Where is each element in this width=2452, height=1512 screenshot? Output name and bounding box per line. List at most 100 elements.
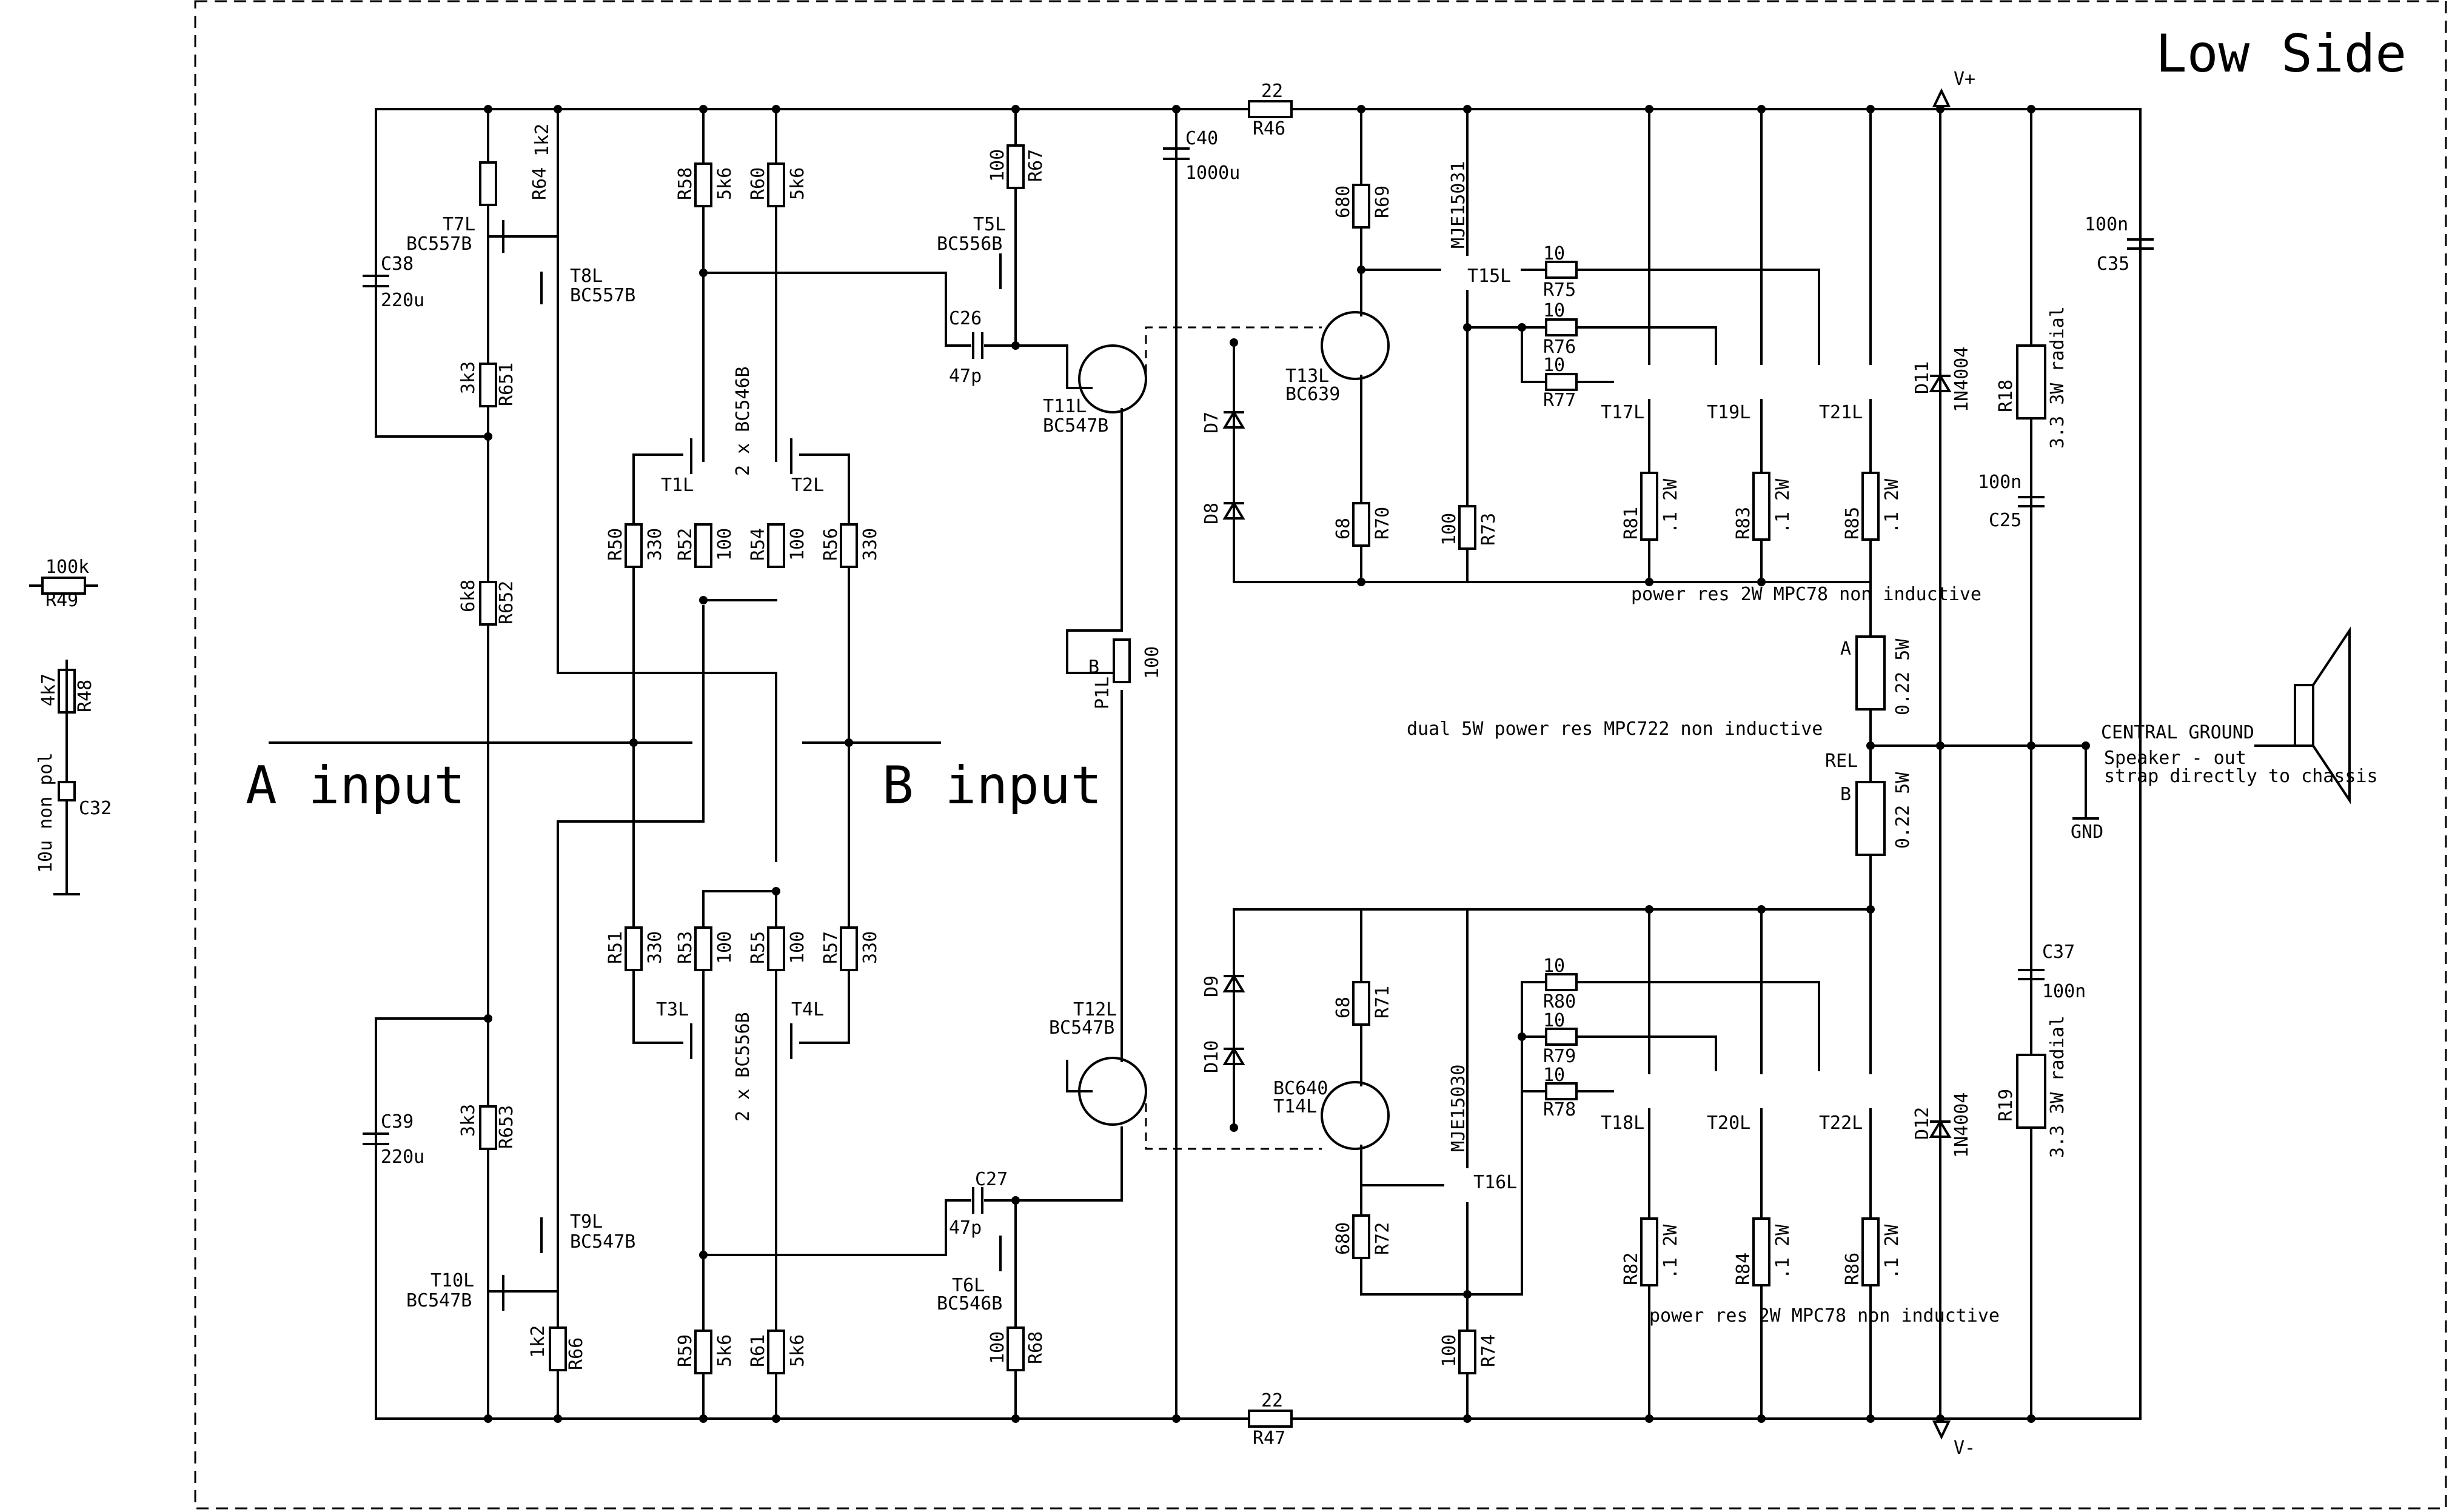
r79-value: 10 [1543, 1010, 1565, 1031]
resistor-r54 [767, 523, 785, 568]
resistor-r82 [1640, 1217, 1658, 1286]
t6l-part: BC546B [937, 1293, 1002, 1314]
t16l-part: MJE15030 [1448, 1065, 1469, 1152]
r56-value: 330 [860, 528, 881, 561]
r61-value: 5k6 [787, 1334, 808, 1367]
r60-value: 5k6 [787, 167, 808, 200]
r83-ref: R83 [1733, 507, 1754, 540]
r56-ref: R56 [820, 528, 842, 561]
r46-value: 22 [1261, 81, 1283, 102]
r77-value: 10 [1543, 355, 1565, 376]
r78-value: 10 [1543, 1065, 1565, 1086]
r69-value: 680 [1333, 186, 1354, 218]
r68-value: 100 [987, 1331, 1008, 1364]
r54-ref: R54 [748, 528, 769, 561]
t8l-ref: T8L [570, 266, 603, 287]
title: Low Side [2156, 24, 2407, 84]
resistor-r78 [1545, 1082, 1578, 1100]
t15l-ref: T15L [1467, 266, 1511, 287]
d11-ref: D11 [1912, 361, 1933, 394]
resistor-r73 [1458, 505, 1476, 550]
resistor-r86 [1861, 1217, 1880, 1286]
r73-ref: R73 [1478, 513, 1499, 546]
r82-ref: R82 [1621, 1253, 1642, 1285]
resistor-r651 [479, 363, 497, 407]
t11l-ref: T11L [1043, 396, 1087, 417]
r86-ref: R86 [1842, 1253, 1863, 1285]
r72-ref: R72 [1372, 1222, 1393, 1255]
capacitor-c35 [2127, 238, 2154, 250]
drawing-frame [194, 0, 2447, 1510]
r18-value: 3.3 3W radial [2047, 306, 2068, 449]
c25-ref: C25 [1989, 510, 2022, 531]
resistor-r74 [1458, 1330, 1476, 1374]
d8-ref: D8 [1201, 503, 1222, 524]
rail-neg-label: V- [1954, 1437, 1975, 1459]
r53-ref: R53 [675, 931, 696, 964]
resistor-r50 [625, 523, 643, 568]
c35-value: 100n [2085, 214, 2128, 235]
r67-ref: R67 [1025, 149, 1047, 182]
t7l-part: BC557B [406, 233, 472, 255]
r49-ref: R49 [45, 590, 78, 611]
t22l-ref: T22L [1819, 1112, 1863, 1134]
r60-ref: R60 [748, 167, 769, 200]
r82-value: .1 2W [1660, 1224, 1681, 1279]
r83-value: .1 2W [1772, 478, 1794, 534]
resistor-r57 [840, 926, 858, 971]
c32-value: 10u non pol [35, 752, 56, 873]
r81-value: .1 2W [1660, 478, 1681, 534]
resistor-r67 [1007, 144, 1025, 189]
r73-value: 100 [1439, 513, 1460, 546]
resistor-r60 [767, 162, 785, 207]
r48-ref: R48 [75, 680, 96, 712]
resistor-r58 [694, 162, 712, 207]
resistor-r59 [694, 1330, 712, 1374]
t3l-ref: T3L [656, 999, 689, 1020]
capacitor-c32 [58, 781, 76, 801]
resistor-r61 [767, 1330, 785, 1374]
resistor-r70 [1352, 502, 1370, 547]
resistor-r71 [1352, 981, 1370, 1026]
r653-label: R653 [496, 1105, 517, 1149]
t20l-ref: T20L [1707, 1112, 1750, 1134]
r74-value: 100 [1439, 1334, 1460, 1367]
res-a-value: 0.22 5W [1892, 638, 1914, 715]
r57-value: 330 [860, 931, 881, 964]
r19-value: 3.3 3W radial [2047, 1015, 2068, 1158]
resistor-r79 [1545, 1028, 1578, 1046]
capacitor-c39 [363, 1132, 389, 1145]
junction-dots [484, 105, 2090, 1423]
capacitor-c37 [2018, 969, 2045, 980]
capacitor-c27 [972, 1187, 983, 1214]
r55-ref: R55 [748, 931, 769, 964]
r653-value: 3k3 [458, 1104, 479, 1137]
r71-ref: R71 [1372, 986, 1393, 1019]
zobel-network [2030, 108, 2142, 1420]
resistor-r53 [694, 926, 712, 971]
c35-ref: C35 [2097, 253, 2129, 275]
r66-value: 1k2 [528, 1325, 549, 1358]
resistor-r76 [1545, 318, 1578, 336]
t4l-ref: T4L [791, 999, 824, 1020]
d12-part: 1N4004 [1951, 1092, 1972, 1158]
c40-ref: C40 [1185, 128, 1218, 149]
r75-value: 10 [1543, 243, 1565, 264]
r48-value: 4k7 [38, 674, 59, 706]
r67-value: 100 [987, 149, 1008, 182]
t12l-ref: T12L [1073, 999, 1117, 1020]
r70-ref: R70 [1372, 507, 1393, 540]
d7-ref: D7 [1201, 412, 1222, 433]
vbe-multiplier [1066, 344, 1147, 1126]
resistor-r18 [2016, 344, 2046, 420]
central-ground-label: CENTRAL GROUND [2101, 722, 2254, 743]
resistor-r80 [1545, 973, 1578, 991]
t8l-part: BC557B [570, 285, 635, 306]
resistor-r64 [479, 161, 497, 206]
r86-value: .1 2W [1881, 1224, 1903, 1279]
p1l-value: 100 [1142, 646, 1163, 679]
r59-ref: R59 [675, 1334, 696, 1367]
c27-value: 47p [949, 1217, 982, 1239]
resistor-r77 [1545, 373, 1578, 391]
capacitor-c25 [2018, 496, 2045, 507]
